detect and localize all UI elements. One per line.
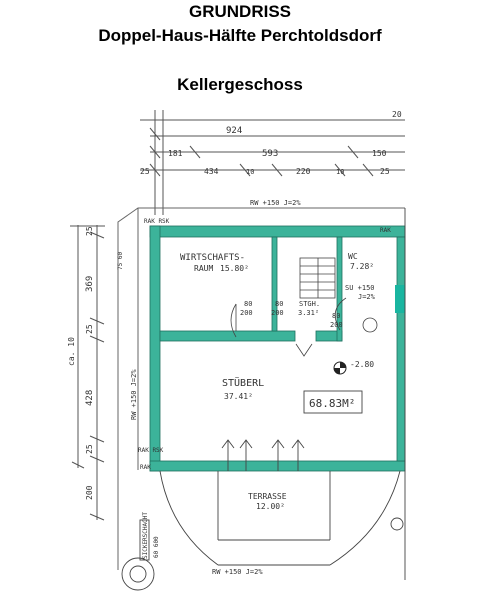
dim-top-row4-c: 10 <box>246 168 254 176</box>
label-rak-top: RAK RSK <box>144 218 170 225</box>
dim-left-f: 200 <box>85 485 94 500</box>
accent-window <box>395 285 405 313</box>
label-su2: J=2% <box>358 293 376 301</box>
dim-left-total: ca. 10 <box>67 337 76 366</box>
room-wirtschaft-name2: RAUM <box>194 264 213 273</box>
drawing-title: GRUNDRISS <box>188 2 291 21</box>
terrace-area: 12.00² <box>256 502 285 511</box>
dim-top-row4-b: 434 <box>204 167 219 176</box>
terrace <box>159 439 401 566</box>
height-label: -2.80 <box>350 360 374 369</box>
room-wc-name: WC <box>348 252 358 261</box>
site-outline <box>117 207 405 570</box>
label-rw-bottom: RW +150 J=2% <box>212 568 263 576</box>
door2-height: 200 <box>271 309 284 317</box>
dim-top-row3-a: 181 <box>168 149 183 158</box>
door3-height: 200 <box>330 321 343 329</box>
label-vert-small: 75 60 <box>117 252 124 270</box>
label-rak-bottom: RAK <box>140 464 151 471</box>
door1-height: 200 <box>240 309 253 317</box>
door2-width: 80 <box>275 300 283 308</box>
walls <box>149 225 406 472</box>
doors <box>230 297 378 338</box>
total-area-box <box>303 390 363 414</box>
dim-left-a: 25 <box>85 226 94 236</box>
label-bottom-small: 60 600 <box>153 536 160 558</box>
height-marker-icon <box>333 361 347 375</box>
dim-top-row4-d: 220 <box>296 167 311 176</box>
dim-top-row2: 924 <box>226 126 242 136</box>
room-stueberl-name: STÜBERL <box>222 376 264 389</box>
drawing-subtitle: Doppel-Haus-Hälfte Perchtoldsdorf <box>98 26 382 45</box>
door3-width: 80 <box>332 312 340 320</box>
dim-top-row4-f: 25 <box>380 167 390 176</box>
label-rw-left: RW +150 J=2% <box>130 369 138 420</box>
dim-top-row1: 20 <box>392 110 402 119</box>
label-rak-right: RAK <box>380 227 391 234</box>
staircase <box>295 257 336 357</box>
room-wirtschaft-area: 15.80² <box>220 264 249 273</box>
floor-label: Kellergeschoss <box>177 75 303 94</box>
sickerschacht-icon <box>121 519 155 591</box>
right-edge <box>390 208 406 580</box>
total-area: 68.83M² <box>309 397 355 410</box>
label-rak-left: RAK RSK <box>138 447 164 454</box>
label-sickerschacht: SICKERSCHACHT <box>142 512 149 559</box>
dim-left-e: 25 <box>85 444 94 454</box>
room-wirtschaft-name: WIRTSCHAFTS- <box>180 253 245 263</box>
left-dimension-lines <box>70 225 105 521</box>
dim-left-c: 25 <box>85 324 94 334</box>
room-stiege-name: STGH. <box>299 300 320 308</box>
top-dimension-lines <box>140 110 405 215</box>
room-wc-area: 7.28² <box>350 262 374 271</box>
dim-left-b: 369 <box>85 276 95 292</box>
room-stiege-area: 3.31² <box>298 309 319 317</box>
door1-width: 80 <box>244 300 252 308</box>
dim-top-row4-a: 25 <box>140 167 150 176</box>
dim-left-d: 428 <box>85 390 95 406</box>
terrace-name: TERRASSE <box>248 492 287 501</box>
dim-top-row3-b: 593 <box>262 149 278 159</box>
label-su: SU +150 <box>345 284 375 292</box>
dim-top-row4-e: 10 <box>336 168 344 176</box>
dim-top-row3-c: 150 <box>372 149 387 158</box>
label-rw-top: RW +150 J=2% <box>250 199 301 207</box>
room-stueberl-area: 37.41² <box>224 392 253 401</box>
